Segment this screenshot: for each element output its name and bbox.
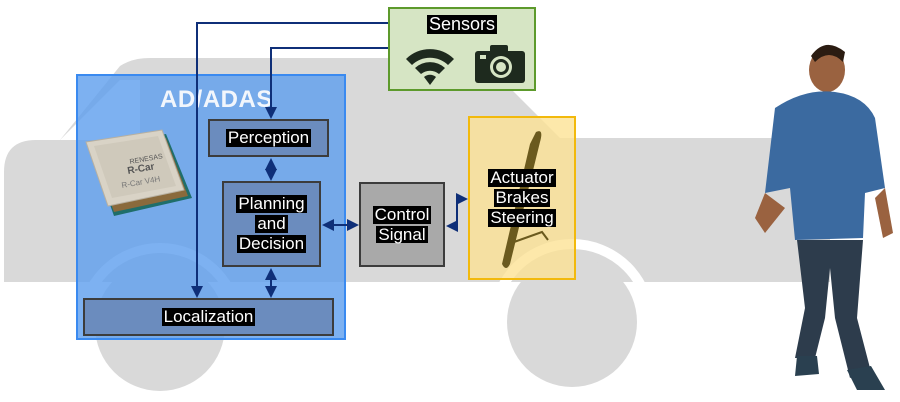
sensors-block: Sensors bbox=[388, 7, 536, 91]
chip-icon: RENESAS R-Car R-Car V4H bbox=[85, 129, 192, 216]
localization-label: Localization bbox=[161, 307, 256, 327]
adas-title: AD/ADAS bbox=[160, 86, 273, 113]
actuator-label-line-3: Steering bbox=[488, 207, 556, 227]
camera-icon bbox=[475, 45, 525, 83]
perception-label: Perception bbox=[225, 128, 312, 148]
planning-label-line-1: Planning bbox=[236, 194, 307, 214]
perception-module: Perception bbox=[208, 119, 329, 157]
sensors-to-perception-arrow bbox=[265, 47, 388, 119]
control-actuator-arrow bbox=[446, 193, 468, 232]
control-label-line-2: Signal bbox=[376, 224, 428, 244]
actuator-label-line-2: Brakes bbox=[493, 188, 551, 208]
planning-decision-module: Planning and Decision bbox=[222, 181, 321, 267]
control-signal-block: Control Signal bbox=[359, 182, 445, 267]
control-label-line-1: Control bbox=[372, 204, 432, 224]
sensors-label: Sensors bbox=[426, 14, 498, 34]
chip-brand: R-Car bbox=[127, 161, 156, 177]
wifi-icon bbox=[406, 49, 454, 85]
sensors-to-localization-arrow bbox=[191, 22, 388, 298]
pedestrian-figure bbox=[755, 44, 893, 390]
planning-label-line-2: and bbox=[255, 214, 288, 234]
actuator-label-line-1: Actuator bbox=[488, 168, 556, 188]
planning-label-line-3: Decision bbox=[236, 233, 307, 253]
localization-module: Localization bbox=[83, 298, 334, 336]
actuator-block: Actuator Brakes Steering bbox=[468, 116, 576, 280]
